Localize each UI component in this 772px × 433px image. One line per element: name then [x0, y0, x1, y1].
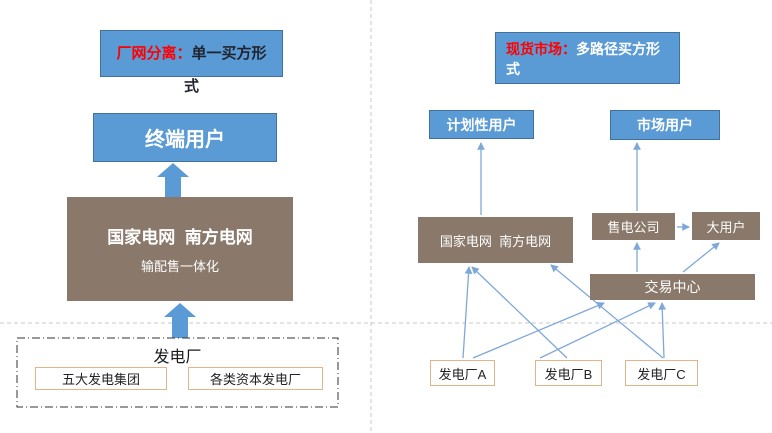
big-five-generators-box: 五大发电集团: [35, 367, 167, 390]
generator-group-title: 发电厂: [153, 349, 202, 366]
trading-center-box: 交易中心: [590, 274, 755, 300]
generator-a-label: 发电厂A: [438, 366, 487, 382]
large-user-label: 大用户: [706, 219, 746, 235]
right-grid-company-label: 国家电网 南方电网: [439, 233, 552, 249]
generator-c-box: 发电厂C: [625, 360, 698, 386]
planned-user-label: 计划性用户: [446, 116, 517, 133]
left-title-rest: 单一买方形式: [183, 45, 267, 95]
arrow-grid-to-terminal: [157, 163, 189, 197]
arrow-gen-a-to-grid: [462, 265, 473, 359]
right-title-highlight: 现货市场：: [506, 41, 576, 57]
capital-generators-box: 各类资本发电厂: [188, 367, 323, 390]
large-user-box: 大用户: [692, 212, 760, 240]
right-title-rest: 多路径买方形式: [506, 41, 660, 77]
generator-b-box: 发电厂B: [535, 360, 602, 386]
retail-company-box: 售电公司: [592, 213, 675, 240]
market-user-box: 市场用户: [610, 110, 720, 140]
arrow-gen-a-to-trading: [472, 302, 605, 359]
arrow-gen-c-to-trading: [658, 301, 667, 359]
left-panel-title-box: 厂网分离：单一买方形式: [100, 30, 283, 95]
arrow-generators-to-grid: [164, 303, 196, 338]
big-five-generators-label: 五大发电集团: [61, 372, 140, 387]
terminal-user-label: 终端用户: [145, 129, 225, 151]
left-grid-company-box: 国家电网 南方电网 输配售一体化: [67, 197, 293, 301]
terminal-user-box: 终端用户: [93, 113, 277, 162]
market-user-label: 市场用户: [637, 117, 693, 133]
right-panel-title-box: 现货市场：多路径买方形式: [495, 32, 680, 84]
right-grid-company-box: 国家电网 南方电网: [418, 217, 573, 263]
arrow-trading-to-large-user: [682, 242, 720, 273]
arrow-gen-c-to-grid: [550, 264, 664, 359]
generator-c-label: 发电厂C: [637, 366, 686, 382]
arrow-gen-b-to-grid: [471, 266, 568, 359]
retail-company-label: 售电公司: [607, 220, 660, 235]
generator-b-label: 发电厂B: [544, 366, 593, 382]
capital-generators-label: 各类资本发电厂: [209, 372, 301, 387]
planned-user-box: 计划性用户: [429, 110, 534, 139]
generator-a-box: 发电厂A: [430, 360, 495, 386]
left-title-highlight: 厂网分离：: [116, 45, 192, 62]
arrow-gen-b-to-trading: [539, 302, 656, 359]
trading-center-label: 交易中心: [644, 279, 701, 295]
left-grid-company-subtitle: 输配售一体化: [140, 259, 219, 274]
left-grid-company-names: 国家电网 南方电网: [107, 228, 253, 247]
